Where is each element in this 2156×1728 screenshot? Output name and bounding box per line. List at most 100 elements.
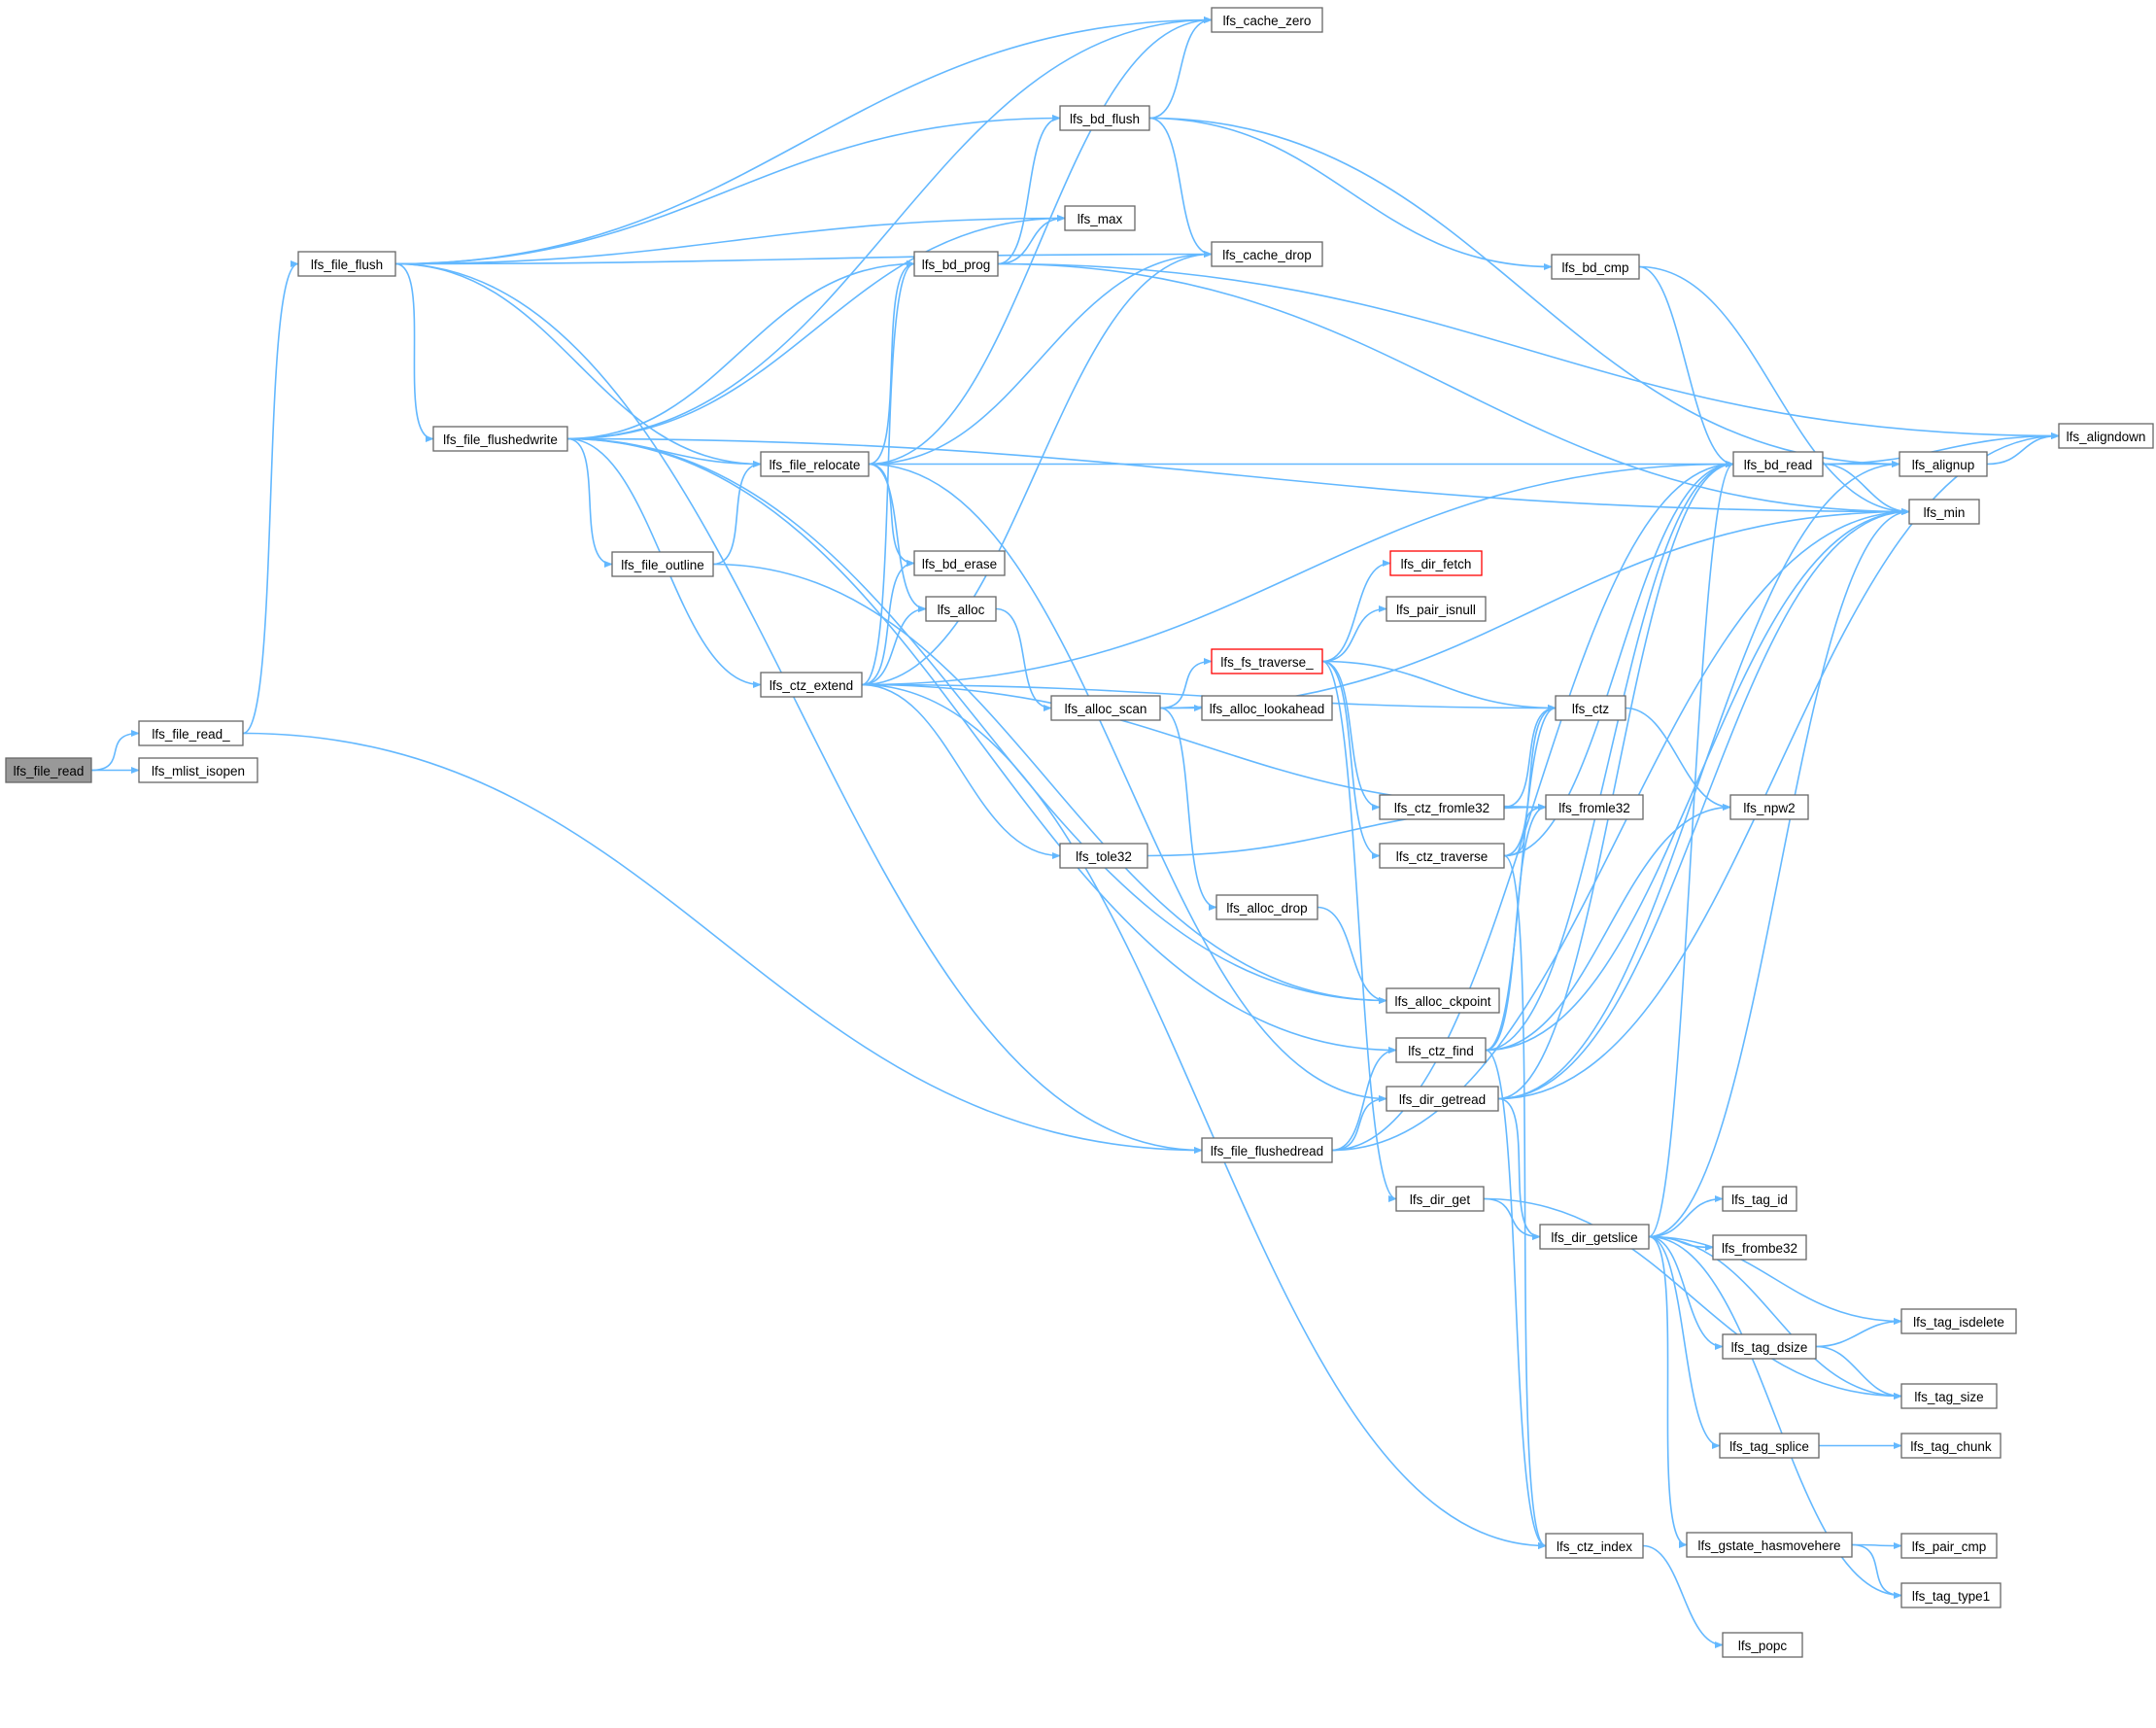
node-lfs_cache_zero[interactable]: lfs_cache_zero: [1211, 7, 1323, 33]
node-lfs_dir_get[interactable]: lfs_dir_get: [1395, 1186, 1485, 1212]
node-lfs_aligndown[interactable]: lfs_aligndown: [2058, 423, 2154, 449]
node-box: [1386, 1086, 1499, 1112]
node-lfs_alloc_scan[interactable]: lfs_alloc_scan: [1050, 695, 1161, 721]
node-lfs_tag_chunk[interactable]: lfs_tag_chunk: [1900, 1433, 2002, 1459]
edge-lfs_fs_traverse_-to-lfs_ctz_fromle32: [1321, 660, 1381, 812]
node-lfs_ctz_find[interactable]: lfs_ctz_find: [1395, 1037, 1487, 1063]
node-box: [1732, 451, 1824, 477]
node-label: lfs_min: [1924, 505, 1966, 520]
node-label: lfs_tag_dsize: [1731, 1340, 1808, 1355]
node-lfs_file_read_[interactable]: lfs_file_read_: [138, 720, 244, 746]
node-lfs_file_flush[interactable]: lfs_file_flush: [297, 251, 396, 277]
node-label: lfs_ctz_index: [1557, 1539, 1632, 1554]
node-lfs_fromle32[interactable]: lfs_fromle32: [1545, 794, 1644, 820]
edge-lfs_alloc_scan-to-lfs_alloc_drop: [1159, 707, 1217, 912]
node-label: lfs_alloc_drop: [1226, 901, 1307, 916]
edge-lfs_alloc_scan-to-lfs_fs_traverse_: [1159, 657, 1213, 709]
node-box: [297, 251, 396, 277]
node-lfs_alloc_lookahead[interactable]: lfs_alloc_lookahead: [1201, 695, 1333, 721]
node-lfs_bd_prog[interactable]: lfs_bd_prog: [913, 251, 999, 277]
node-lfs_alignup[interactable]: lfs_alignup: [1899, 451, 1988, 477]
edge-lfs_file_flushedwrite-to-lfs_file_outline: [566, 437, 613, 569]
node-lfs_alloc[interactable]: lfs_alloc: [925, 596, 997, 622]
node-box: [1379, 843, 1505, 869]
edge-lfs_dir_getslice-to-lfs_gstate_hasmovehere: [1648, 1235, 1688, 1549]
node-lfs_gstate_hasmovehere[interactable]: lfs_gstate_hasmovehere: [1686, 1532, 1853, 1558]
node-lfs_bd_read[interactable]: lfs_bd_read: [1732, 451, 1824, 477]
node-lfs_popc[interactable]: lfs_popc: [1722, 1632, 1803, 1658]
node-label: lfs_bd_read: [1744, 458, 1813, 472]
edge-lfs_file_relocate-to-lfs_bd_erase: [868, 463, 915, 568]
node-lfs_bd_erase[interactable]: lfs_bd_erase: [913, 550, 1006, 576]
node-box: [1545, 794, 1644, 820]
edge-lfs_ctz_extend-to-lfs_bd_erase: [861, 559, 915, 686]
edge-lfs_file_relocate-to-lfs_cache_zero: [868, 16, 1213, 466]
edge-lfs_file_outline-to-lfs_file_relocate: [712, 460, 762, 566]
node-lfs_bd_flush[interactable]: lfs_bd_flush: [1059, 105, 1150, 131]
node-lfs_mlist_isopen[interactable]: lfs_mlist_isopen: [138, 757, 258, 783]
edge-lfs_ctz_find-to-lfs_min: [1485, 507, 1910, 1052]
edge-lfs_dir_getread-to-lfs_dir_getslice: [1497, 1097, 1541, 1241]
node-lfs_max[interactable]: lfs_max: [1064, 205, 1136, 231]
edge-lfs_dir_getslice-to-lfs_tag_splice: [1648, 1235, 1721, 1450]
node-label: lfs_tag_isdelete: [1913, 1315, 2004, 1330]
node-lfs_file_relocate[interactable]: lfs_file_relocate: [760, 451, 870, 477]
node-lfs_tag_size[interactable]: lfs_tag_size: [1900, 1383, 1998, 1409]
node-label: lfs_alloc: [938, 603, 985, 617]
node-label: lfs_alignup: [1912, 458, 1975, 472]
node-lfs_fs_traverse_[interactable]: lfs_fs_traverse_: [1211, 648, 1323, 674]
node-lfs_frombe32[interactable]: lfs_frombe32: [1712, 1234, 1807, 1261]
node-lfs_tag_splice[interactable]: lfs_tag_splice: [1719, 1433, 1820, 1459]
node-lfs_npw2[interactable]: lfs_npw2: [1729, 794, 1809, 820]
node-lfs_file_flushedwrite[interactable]: lfs_file_flushedwrite: [432, 426, 568, 452]
edge-lfs_ctz-to-lfs_npw2: [1625, 707, 1731, 812]
node-lfs_min[interactable]: lfs_min: [1908, 499, 1980, 525]
edge-lfs_dir_getslice-to-lfs_bd_read: [1648, 461, 1734, 1238]
node-lfs_ctz_fromle32[interactable]: lfs_ctz_fromle32: [1379, 794, 1505, 820]
edge-lfs_gstate_hasmovehere-to-lfs_tag_type1: [1851, 1543, 1902, 1600]
node-lfs_cache_drop[interactable]: lfs_cache_drop: [1211, 241, 1323, 267]
node-label: lfs_tag_chunk: [1910, 1439, 1992, 1454]
node-lfs_pair_isnull[interactable]: lfs_pair_isnull: [1386, 596, 1487, 622]
node-lfs_ctz_extend[interactable]: lfs_ctz_extend: [760, 672, 863, 698]
node-box: [1555, 695, 1626, 721]
edge-lfs_bd_prog-to-lfs_max: [997, 214, 1066, 265]
node-lfs_tag_id[interactable]: lfs_tag_id: [1722, 1186, 1797, 1212]
node-box: [1551, 254, 1640, 280]
node-lfs_alloc_drop[interactable]: lfs_alloc_drop: [1215, 894, 1318, 920]
node-lfs_tag_type1[interactable]: lfs_tag_type1: [1900, 1582, 2002, 1608]
node-label: lfs_max: [1078, 212, 1123, 226]
nodes-layer: lfs_file_read lfs_file_read_ lfs_mlist_iso…: [5, 7, 2154, 1658]
node-lfs_pair_cmp[interactable]: lfs_pair_cmp: [1900, 1533, 1998, 1559]
node-label: lfs_alloc_ckpoint: [1394, 994, 1490, 1009]
node-label: lfs_file_flush: [311, 258, 383, 272]
edge-lfs_file_flushedwrite-to-lfs_max: [566, 214, 1066, 440]
node-lfs_bd_cmp[interactable]: lfs_bd_cmp: [1551, 254, 1640, 280]
node-lfs_dir_getread[interactable]: lfs_dir_getread: [1386, 1086, 1499, 1112]
node-label: lfs_alloc_lookahead: [1210, 702, 1325, 716]
edge-lfs_ctz_traverse-to-lfs_ctz: [1503, 704, 1557, 857]
edge-lfs_alloc-to-lfs_alloc_scan: [995, 607, 1052, 712]
node-lfs_file_outline[interactable]: lfs_file_outline: [611, 551, 714, 577]
node-box: [5, 757, 92, 783]
node-box: [1545, 1533, 1644, 1559]
node-lfs_dir_fetch[interactable]: lfs_dir_fetch: [1389, 550, 1483, 576]
node-lfs_dir_getslice[interactable]: lfs_dir_getslice: [1539, 1224, 1650, 1250]
node-lfs_tag_isdelete[interactable]: lfs_tag_isdelete: [1900, 1308, 2017, 1334]
node-label: lfs_ctz_traverse: [1396, 849, 1489, 864]
node-label: lfs_tag_size: [1914, 1390, 1983, 1404]
node-lfs_file_flushedread[interactable]: lfs_file_flushedread: [1201, 1137, 1333, 1163]
edge-lfs_dir_getread-to-lfs_min: [1497, 507, 1910, 1100]
node-lfs_file_read[interactable]: lfs_file_read: [5, 757, 92, 783]
edge-lfs_file_flushedread-to-lfs_dir_getread: [1331, 1094, 1387, 1152]
edge-lfs_file_flushedwrite-to-lfs_ctz_find: [566, 437, 1397, 1054]
node-lfs_tole32[interactable]: lfs_tole32: [1059, 843, 1148, 869]
node-lfs_alloc_ckpoint[interactable]: lfs_alloc_ckpoint: [1386, 987, 1500, 1014]
node-box: [1059, 843, 1148, 869]
node-lfs_ctz[interactable]: lfs_ctz: [1555, 695, 1626, 721]
node-box: [1215, 894, 1318, 920]
node-label: lfs_file_relocate: [770, 458, 861, 472]
node-lfs_ctz_traverse[interactable]: lfs_ctz_traverse: [1379, 843, 1505, 869]
node-lfs_ctz_index[interactable]: lfs_ctz_index: [1545, 1533, 1644, 1559]
node-lfs_tag_dsize[interactable]: lfs_tag_dsize: [1722, 1333, 1817, 1360]
